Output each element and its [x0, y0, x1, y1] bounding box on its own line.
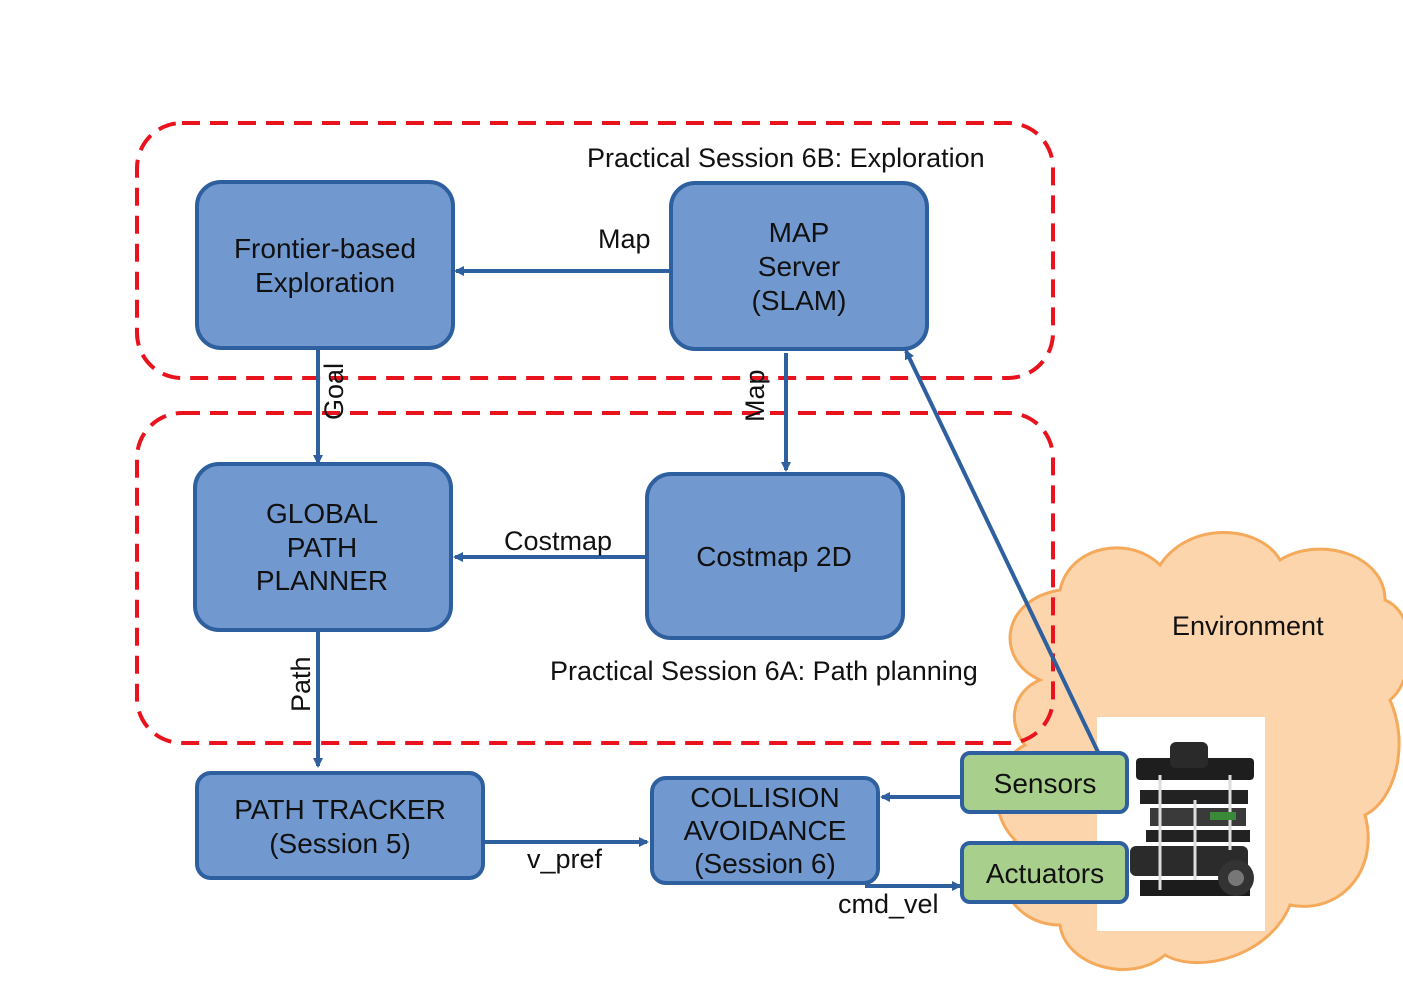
collision-line-1: COLLISION: [690, 782, 839, 813]
global-path-planner-box: GLOBAL PATH PLANNER: [193, 462, 453, 632]
map-server-line-1: MAP: [769, 217, 830, 248]
frontier-line-1: Frontier-based: [234, 233, 416, 264]
actuators-box: Actuators: [960, 841, 1129, 904]
label-costmap: Costmap: [504, 526, 612, 556]
collision-line-3: (Session 6): [694, 848, 836, 879]
session-6b-title: Practical Session 6B: Exploration: [587, 143, 985, 173]
frontier-line-2: Exploration: [255, 267, 395, 298]
costmap-line-1: Costmap 2D: [696, 541, 852, 572]
sensors-box: Sensors: [960, 751, 1129, 814]
label-cmd-vel: cmd_vel: [838, 889, 939, 919]
map-server-line-2: Server: [758, 251, 840, 282]
edge-sensors-to-map-server: [904, 349, 1100, 753]
label-goal: Goal: [319, 363, 349, 420]
map-server-box: MAP Server (SLAM): [669, 181, 929, 351]
path-tracker-line-1: PATH TRACKER: [234, 794, 446, 825]
planner-line-1: GLOBAL: [266, 498, 378, 529]
environment-label: Environment: [1172, 611, 1324, 641]
path-tracker-line-2: (Session 5): [269, 828, 411, 859]
label-path: Path: [286, 656, 316, 712]
collision-avoidance-box: COLLISION AVOIDANCE (Session 6): [650, 776, 880, 885]
session-6a-title: Practical Session 6A: Path planning: [550, 656, 978, 686]
frontier-exploration-box: Frontier-based Exploration: [195, 180, 455, 350]
collision-line-2: AVOIDANCE: [684, 815, 847, 846]
label-map-vertical: Map: [740, 369, 770, 422]
sensors-label: Sensors: [994, 768, 1097, 799]
path-tracker-box: PATH TRACKER (Session 5): [195, 771, 485, 880]
session-6b-region: [135, 121, 1055, 380]
map-server-line-3: (SLAM): [752, 285, 847, 316]
costmap-2d-box: Costmap 2D: [645, 472, 905, 640]
label-map-horizontal: Map: [598, 224, 651, 254]
planner-line-3: PLANNER: [256, 565, 388, 596]
planner-line-2: PATH: [287, 532, 358, 563]
session-6a-region: [135, 411, 1055, 745]
robot-image: [1097, 717, 1265, 931]
label-v-pref: v_pref: [527, 844, 603, 874]
actuators-label: Actuators: [986, 858, 1104, 889]
